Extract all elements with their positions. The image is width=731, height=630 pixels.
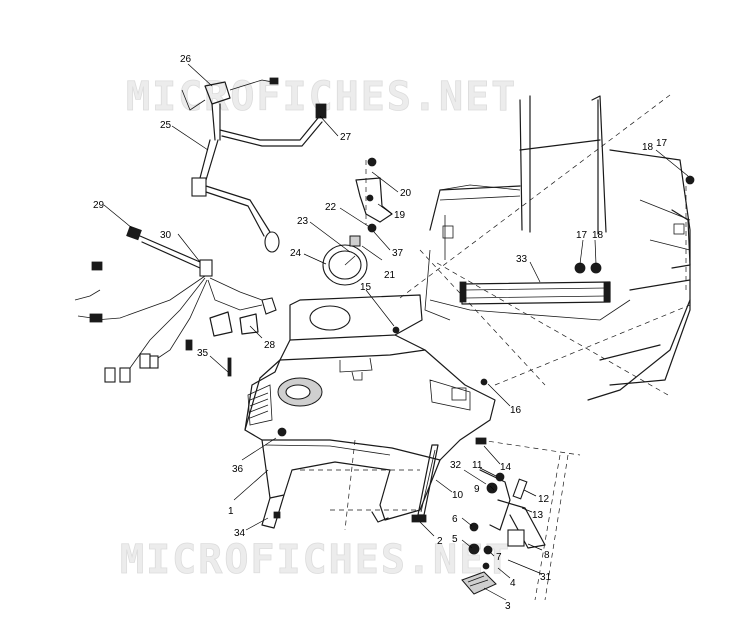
callout-37: 37 xyxy=(392,248,404,259)
wiring-harness-upper xyxy=(181,77,327,253)
callout-31: 31 xyxy=(540,572,552,583)
callout-11: 11 xyxy=(472,460,483,471)
callout-17-right: 17 xyxy=(656,138,668,149)
callout-3: 3 xyxy=(505,601,511,612)
hinge-bracket-assembly xyxy=(461,437,546,595)
callout-21: 21 xyxy=(384,270,396,281)
callout-30: 30 xyxy=(160,230,172,241)
callout-35: 35 xyxy=(197,348,209,359)
callout-2: 2 xyxy=(437,536,443,547)
callout-29: 29 xyxy=(93,200,105,211)
callout-23: 23 xyxy=(297,216,309,227)
callout-5: 5 xyxy=(452,534,458,545)
callout-33: 33 xyxy=(516,254,528,265)
callout-13: 13 xyxy=(532,510,544,521)
callout-labels: 26 25 27 29 30 22 20 19 23 37 24 21 15 2… xyxy=(93,54,668,612)
hardware-fasteners xyxy=(277,175,695,437)
watermark-bottom: MICROFICHES.NET xyxy=(120,537,511,583)
construction-lines xyxy=(300,94,691,601)
callout-20: 20 xyxy=(400,188,412,199)
callout-14: 14 xyxy=(500,462,512,473)
callout-36: 36 xyxy=(232,464,244,475)
callout-4: 4 xyxy=(510,578,516,589)
callout-7: 7 xyxy=(496,552,502,563)
trim-strip-10 xyxy=(417,444,439,516)
callout-27: 27 xyxy=(340,132,352,143)
callout-32: 32 xyxy=(450,460,462,471)
callout-9: 9 xyxy=(474,484,480,495)
callout-25: 25 xyxy=(160,120,172,131)
callout-16: 16 xyxy=(510,405,522,416)
watermark-top: MICROFICHES.NET xyxy=(126,74,517,120)
callout-8: 8 xyxy=(544,550,550,561)
callout-19: 19 xyxy=(394,210,406,221)
leader-lines xyxy=(103,63,689,601)
hood-console xyxy=(244,294,496,529)
callout-12: 12 xyxy=(538,494,550,505)
callout-6: 6 xyxy=(452,514,458,525)
frame-assembly xyxy=(424,95,691,401)
callout-10: 10 xyxy=(452,490,464,501)
callout-26: 26 xyxy=(180,54,192,65)
gauge-bracket xyxy=(355,157,393,233)
wiring-harness-main xyxy=(74,225,277,383)
callout-28: 28 xyxy=(264,340,276,351)
callout-15: 15 xyxy=(360,282,372,293)
callout-1: 1 xyxy=(228,506,234,517)
callout-18-right: 18 xyxy=(642,142,654,153)
callout-22: 22 xyxy=(325,202,337,213)
callout-17-center: 17 xyxy=(576,230,588,241)
callout-34: 34 xyxy=(234,528,246,539)
callout-18-center: 18 xyxy=(592,230,604,241)
cross-bar-33 xyxy=(459,281,611,305)
speedometer-gauge xyxy=(322,235,368,286)
callout-24: 24 xyxy=(290,248,302,259)
